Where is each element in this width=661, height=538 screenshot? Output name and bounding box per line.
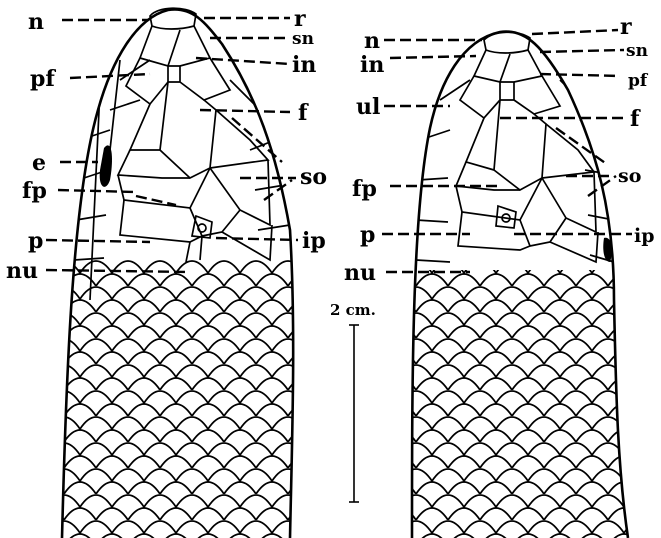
right-body-scales <box>400 270 640 538</box>
left-label-e: e <box>32 150 46 176</box>
scale-bar: 2 cm. <box>330 301 376 502</box>
right-label-pf: pf <box>628 71 649 91</box>
left-eye-icon <box>100 145 112 187</box>
scale-bar-label: 2 cm. <box>330 301 376 319</box>
left-label-f: f <box>298 100 309 126</box>
right-label-in: in <box>360 52 384 78</box>
left-label-in: in <box>292 52 316 78</box>
left-label-sn: sn <box>292 29 314 49</box>
right-label-n: n <box>364 28 380 54</box>
right-label-f: f <box>630 106 641 132</box>
right-label-sn: sn <box>626 41 648 61</box>
right-label-so: so <box>618 165 641 187</box>
left-label-fp: fp <box>22 178 47 204</box>
left-label-nu: nu <box>6 258 38 284</box>
right-rostral-plate <box>484 32 530 53</box>
right-head: n r in sn pf ul f so fp p ip nu <box>344 14 655 538</box>
left-body-scales <box>50 260 310 538</box>
right-label-fp: fp <box>352 176 377 202</box>
right-label-ip: ip <box>634 225 655 247</box>
right-label-p: p <box>360 222 375 248</box>
right-label-r: r <box>620 14 632 40</box>
left-head: n r sn pf in f e so fp p ip nu <box>6 6 327 538</box>
right-label-nu: nu <box>344 260 376 286</box>
left-label-pf: pf <box>30 66 56 92</box>
left-label-ip: ip <box>302 228 326 254</box>
right-head-plates <box>456 32 612 262</box>
left-label-so: so <box>300 164 327 190</box>
left-label-p: p <box>28 228 43 254</box>
left-label-n: n <box>28 9 44 35</box>
right-label-ul: ul <box>356 94 380 120</box>
